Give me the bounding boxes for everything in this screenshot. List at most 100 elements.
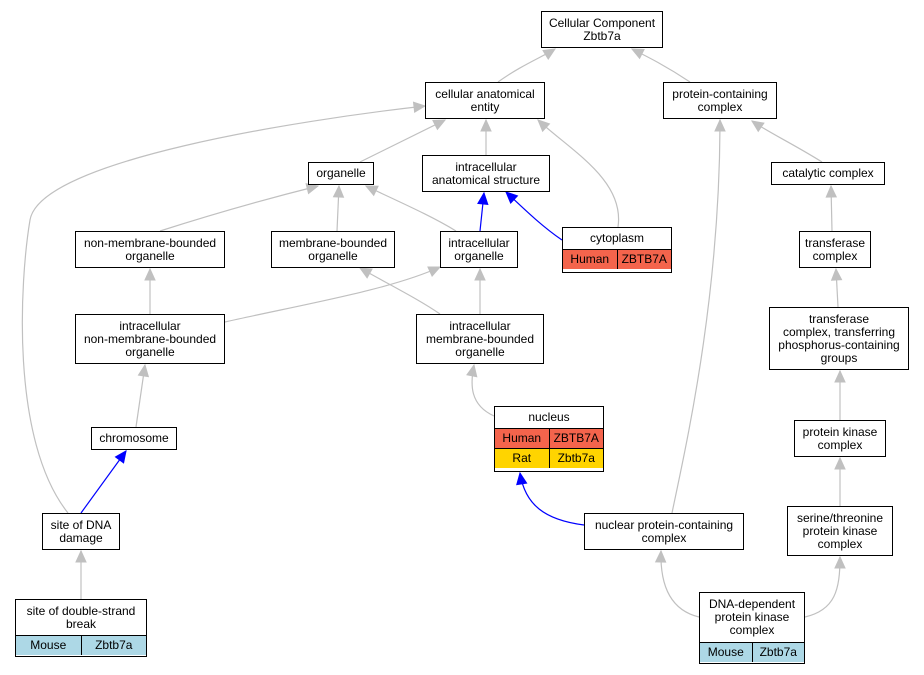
- node-label: non-membrane-bounded organelle: [83, 235, 217, 263]
- node-membrane-bounded-organelle[interactable]: membrane-bounded organelle: [271, 231, 395, 268]
- annotation-table: Mouse Zbtb7a: [16, 635, 146, 655]
- node-label: cellular anatomical entity: [435, 86, 535, 114]
- node-site-of-double-strand-break[interactable]: site of double-strand break Mouse Zbtb7a: [15, 599, 147, 657]
- annotation-row: Rat Zbtb7a: [495, 448, 603, 468]
- edge-intracellular-membrane-bounded-organelle: [359, 267, 441, 315]
- edge-arrowhead: [114, 450, 127, 464]
- edge-arrowhead: [75, 549, 87, 563]
- edge-arrowhead: [432, 119, 447, 131]
- node-label: membrane-bounded organelle: [278, 235, 388, 263]
- node-intracellular-anatomical-structure[interactable]: intracellular anatomical structure: [422, 155, 550, 192]
- edge-arrowhead: [834, 456, 846, 470]
- edge-arrowhead: [137, 363, 150, 378]
- edge-arrowhead: [654, 549, 667, 563]
- node-protein-containing-complex[interactable]: protein-containing complex: [663, 82, 777, 119]
- annotation-row: Human ZBTB7A: [563, 250, 671, 269]
- edge-intracellular-non-membrane-bounded-organelle: [224, 266, 441, 323]
- species-cell: Human: [563, 250, 617, 269]
- species-cell: Rat: [495, 449, 549, 468]
- edge-arrowhead: [358, 267, 373, 279]
- edge-arrowhead: [751, 120, 765, 133]
- annotation-row: Mouse Zbtb7a: [16, 636, 146, 655]
- node-label: transferase complex: [804, 235, 866, 263]
- edge-arrowhead: [537, 119, 551, 133]
- node-serine-threonine-protein-kinase-complex[interactable]: serine/threonine protein kinase complex: [787, 506, 893, 556]
- node-label: serine/threonine protein kinase complex: [796, 510, 884, 551]
- node-transferase-complex[interactable]: transferase complex: [799, 231, 871, 268]
- edge-arrowhead: [144, 267, 156, 281]
- node-label: nuclear protein-containing complex: [594, 517, 734, 545]
- edge-arrowhead: [834, 555, 846, 569]
- node-label: protein-containing complex: [672, 86, 768, 114]
- edge-arrowhead: [830, 267, 843, 281]
- edge-non-membrane-bounded-organelle: [159, 185, 319, 232]
- node-cellular-component-root[interactable]: Cellular Component Zbtb7a: [541, 11, 663, 48]
- annotation-row: Human ZBTB7A: [495, 429, 603, 448]
- edge-dna-dependent-protein-kinase-complex: [804, 556, 841, 618]
- node-label: transferase complex, transferring phosph…: [778, 311, 900, 365]
- node-organelle[interactable]: organelle: [308, 162, 374, 185]
- node-protein-kinase-complex[interactable]: protein kinase complex: [794, 420, 886, 457]
- gene-cell: Zbtb7a: [548, 449, 603, 468]
- node-label: intracellular non-membrane-bounded organ…: [83, 318, 217, 359]
- edge-site-of-dna-damage: [21, 105, 426, 514]
- edge-nuclear-protein-containing-complex: [671, 119, 721, 514]
- species-cell: Mouse: [700, 643, 752, 662]
- edge-arrowhead: [427, 266, 442, 278]
- edge-arrowhead: [630, 48, 645, 60]
- edge-arrowhead: [466, 363, 478, 378]
- edge-intracellular-organelle: [365, 185, 457, 232]
- node-label: organelle: [316, 166, 366, 180]
- node-catalytic-complex[interactable]: catalytic complex: [771, 162, 885, 185]
- node-nuclear-protein-containing-complex[interactable]: nuclear protein-containing complex: [584, 513, 744, 550]
- gene-cell: Zbtb7a: [751, 643, 804, 662]
- node-label: site of DNA damage: [50, 517, 112, 545]
- node-label: catalytic complex: [782, 166, 874, 180]
- gene-cell: ZBTB7A: [548, 429, 603, 448]
- node-label: cytoplasm: [589, 231, 645, 245]
- edge-arrowhead: [714, 118, 726, 132]
- node-label: DNA-dependent protein kinase complex: [708, 597, 796, 637]
- edge-arrowhead: [305, 183, 320, 195]
- node-nucleus[interactable]: nucleus Human ZBTB7A Rat Zbtb7a: [494, 406, 604, 472]
- species-cell: Human: [495, 429, 549, 448]
- node-intracellular-non-membrane-bounded-organelle[interactable]: intracellular non-membrane-bounded organ…: [75, 314, 225, 364]
- node-label: nucleus: [528, 410, 570, 424]
- node-label: intracellular anatomical structure: [431, 159, 541, 187]
- node-intracellular-organelle[interactable]: intracellular organelle: [440, 231, 518, 268]
- node-chromosome[interactable]: chromosome: [91, 427, 177, 450]
- annotation-row: Mouse Zbtb7a: [700, 643, 804, 662]
- annotation-table: Human ZBTB7A Rat Zbtb7a: [495, 428, 603, 468]
- node-intracellular-membrane-bounded-organelle[interactable]: intracellular membrane-bounded organelle: [416, 314, 544, 364]
- edge-dna-dependent-protein-kinase-complex: [660, 550, 700, 618]
- edge-arrowhead: [834, 369, 846, 383]
- gene-cell: Zbtb7a: [80, 636, 146, 655]
- edge-arrowhead: [480, 118, 492, 132]
- node-label: Cellular Component Zbtb7a: [548, 15, 656, 43]
- node-label: intracellular membrane-bounded organelle: [425, 318, 535, 359]
- node-dna-dependent-protein-kinase-complex[interactable]: DNA-dependent protein kinase complex Mou…: [699, 592, 805, 664]
- edge-arrowhead: [542, 48, 557, 60]
- edge-arrowhead: [332, 184, 345, 198]
- node-cytoplasm[interactable]: cytoplasm Human ZBTB7A: [562, 227, 672, 273]
- edge-arrowhead: [412, 101, 427, 114]
- node-non-membrane-bounded-organelle[interactable]: non-membrane-bounded organelle: [75, 231, 225, 268]
- edge-arrowhead: [825, 184, 838, 198]
- node-transferase-complex-transferring-phosphorus-groups[interactable]: transferase complex, transferring phosph…: [769, 307, 909, 370]
- edge-arrowhead: [364, 185, 379, 197]
- gene-cell: ZBTB7A: [616, 250, 671, 269]
- edge-site-of-dna-damage: [80, 450, 127, 514]
- species-cell: Mouse: [16, 636, 81, 655]
- node-label: site of double-strand break: [26, 603, 136, 631]
- node-site-of-dna-damage[interactable]: site of DNA damage: [42, 513, 120, 550]
- edge-arrowhead: [516, 471, 528, 486]
- annotation-table: Mouse Zbtb7a: [700, 642, 804, 662]
- node-cellular-anatomical-entity[interactable]: cellular anatomical entity: [425, 82, 545, 119]
- node-label: protein kinase complex: [802, 424, 878, 452]
- edge-nuclear-protein-containing-complex: [519, 472, 585, 526]
- node-label: intracellular organelle: [448, 235, 510, 263]
- edge-cytoplasm: [537, 119, 620, 228]
- edge-arrowhead: [474, 267, 486, 281]
- node-label: chromosome: [99, 431, 169, 445]
